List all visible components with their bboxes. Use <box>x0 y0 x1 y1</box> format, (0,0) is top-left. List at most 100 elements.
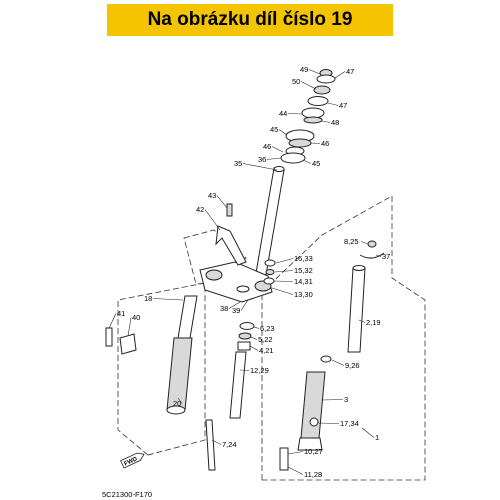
part-label: 44 <box>279 109 287 118</box>
part-6-23 <box>239 322 255 330</box>
leader-line <box>361 427 375 438</box>
leader-lines <box>108 69 382 475</box>
part-label: 8,25 <box>344 237 359 246</box>
part-label: 45 <box>270 125 278 134</box>
leader-line <box>271 146 284 153</box>
part-40 <box>119 333 137 355</box>
leader-line <box>287 113 303 115</box>
part-label: 47 <box>346 67 354 76</box>
leader-line <box>177 397 183 404</box>
leader-line <box>317 422 340 424</box>
banner-title: Na obrázku díl číslo 19 <box>147 9 353 30</box>
part-label: 18 <box>144 294 152 303</box>
part-label: 36 <box>258 155 266 164</box>
leader-line <box>204 209 221 231</box>
bracket-42 <box>215 203 247 266</box>
part-label: 14,31 <box>294 277 313 286</box>
leader-line <box>287 451 304 455</box>
part-11-28 <box>279 447 289 471</box>
part-7-24 <box>205 419 216 471</box>
leader-line <box>308 69 321 75</box>
leader-line <box>152 298 184 301</box>
title-banner: Na obrázku díl číslo 19 <box>107 4 393 36</box>
leader-line <box>275 258 294 264</box>
leader-line <box>240 299 249 311</box>
part-label: 16,33 <box>294 254 313 263</box>
part-label: 4,21 <box>259 346 274 355</box>
fwd-text: FWD <box>123 456 139 467</box>
part-5-22 <box>238 332 252 340</box>
part-47-a <box>316 74 336 84</box>
part-label: 47 <box>339 101 347 110</box>
part-label: 46 <box>321 139 329 148</box>
leader-line <box>358 319 366 323</box>
part-label: 9,26 <box>345 361 360 370</box>
leader-line <box>211 439 222 445</box>
part-47-b <box>307 96 329 106</box>
center-parts <box>205 322 255 471</box>
fwd-badge: FWD <box>120 452 145 469</box>
leader-line <box>250 336 258 340</box>
part-12-29 <box>229 351 247 419</box>
part-label: 48 <box>331 118 339 127</box>
part-4-21 <box>237 341 251 351</box>
part-label: 6,23 <box>260 324 275 333</box>
part-label: 38 <box>220 304 228 313</box>
leader-line <box>300 81 317 90</box>
leader-line <box>253 326 260 329</box>
leader-line <box>228 301 241 309</box>
leader-line <box>271 287 294 295</box>
steering-stack <box>280 69 336 164</box>
leader-line <box>302 159 312 164</box>
leader-line <box>321 399 344 401</box>
leader-line <box>375 254 382 257</box>
leader-line <box>327 102 339 106</box>
part-label: 7,24 <box>222 440 237 449</box>
leader-line <box>108 313 117 329</box>
leader-line <box>216 195 228 209</box>
right-small-parts <box>263 240 385 363</box>
part-16-33 <box>264 259 276 267</box>
part-label: 15,32 <box>294 266 313 275</box>
under-bracket <box>199 261 273 303</box>
leader-line <box>331 359 345 366</box>
part-label: 5,22 <box>258 335 273 344</box>
part-label: 2,19 <box>366 318 381 327</box>
part-label: 3 <box>344 395 348 404</box>
leader-line <box>242 163 278 171</box>
part-label: 20 <box>173 399 181 408</box>
part-label: 1 <box>375 433 379 442</box>
leader-line <box>310 142 321 144</box>
leader-line <box>266 157 282 160</box>
part-label: 43 <box>208 191 216 200</box>
leader-line <box>334 71 346 79</box>
part-label: 49 <box>300 65 308 74</box>
part-9-26 <box>320 355 332 363</box>
part-label: 39 <box>232 306 240 315</box>
part-label: 45 <box>312 159 320 168</box>
part-37 <box>359 252 385 259</box>
part-15-32 <box>265 269 275 275</box>
part-label: 42 <box>196 205 204 214</box>
leader-line <box>127 317 132 337</box>
leader-line <box>249 345 259 351</box>
diagram-code: 5C21300-F170 <box>102 490 152 499</box>
part-50 <box>313 85 331 95</box>
part-45-b <box>280 152 306 164</box>
outer-tube-right <box>279 371 326 471</box>
part-label: 10,27 <box>304 447 323 456</box>
part-14-31 <box>263 277 275 285</box>
part-label: 37 <box>382 252 390 261</box>
part-8-25 <box>367 240 377 248</box>
outline-left-fork <box>117 282 206 456</box>
part-41 <box>105 327 113 347</box>
part-label: 35 <box>234 159 242 168</box>
steering-stem <box>255 166 285 276</box>
inner-tube-right <box>347 265 366 353</box>
part-label: 11,28 <box>304 470 322 479</box>
leader-line <box>278 129 288 136</box>
left-fork <box>105 295 198 415</box>
part-label: 46 <box>263 142 271 151</box>
